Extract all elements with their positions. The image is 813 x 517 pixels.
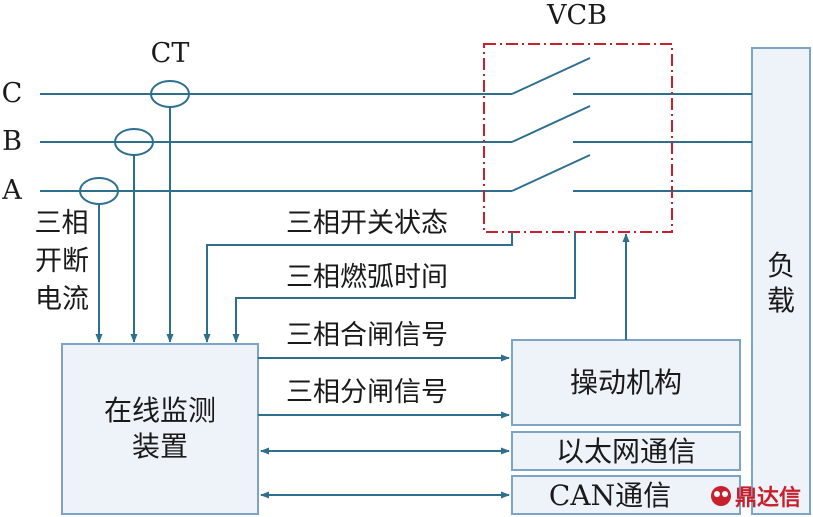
phase-b-contact: [511, 105, 591, 143]
switch-state-line: [203, 232, 513, 343]
phase-a-label: A: [1, 175, 22, 206]
vcb-boundary: [483, 43, 673, 233]
monitoring-device-label-1: 在线监测: [104, 394, 216, 427]
monitoring-device-box: [61, 343, 259, 515]
load-label-1: 负: [767, 249, 795, 282]
actuator-box: [511, 339, 741, 426]
arc-time-line: [232, 232, 576, 343]
load-label-2: 载: [767, 284, 795, 317]
actuator-label: 操动机构: [570, 366, 682, 399]
ethernet-label: 以太网通信: [556, 435, 696, 468]
breaking-current-label-4: 电流: [35, 284, 89, 315]
phase-c-contact: [511, 57, 591, 95]
watermark-text: 鼎达信: [735, 485, 801, 511]
close-signal-label: 三相合闸信号: [286, 320, 448, 351]
vcb-label: VCB: [546, 0, 607, 31]
switch-state-label: 三相开关状态: [286, 208, 448, 239]
phase-a-contact: [511, 154, 591, 192]
ct-label: CT: [151, 38, 190, 69]
breaking-current-label-2: 相: [62, 208, 89, 239]
ethernet-box: [511, 431, 741, 471]
arc-time-label: 三相燃弧时间: [286, 262, 448, 293]
phase-c-label: C: [2, 78, 23, 109]
open-signal-label: 三相分闸信号: [286, 377, 448, 408]
watermark-logo-icon: [711, 486, 731, 506]
phase-b-label: B: [2, 126, 22, 157]
watermark: 鼎达信: [711, 485, 801, 511]
breaking-current-label-3: 开断: [35, 246, 89, 277]
can-label: CAN通信: [549, 479, 671, 512]
can-box: [511, 475, 741, 515]
breaking-current-label-1: 三: [35, 208, 62, 239]
monitoring-device-label-2: 装置: [132, 430, 188, 463]
load-box: [751, 47, 811, 515]
